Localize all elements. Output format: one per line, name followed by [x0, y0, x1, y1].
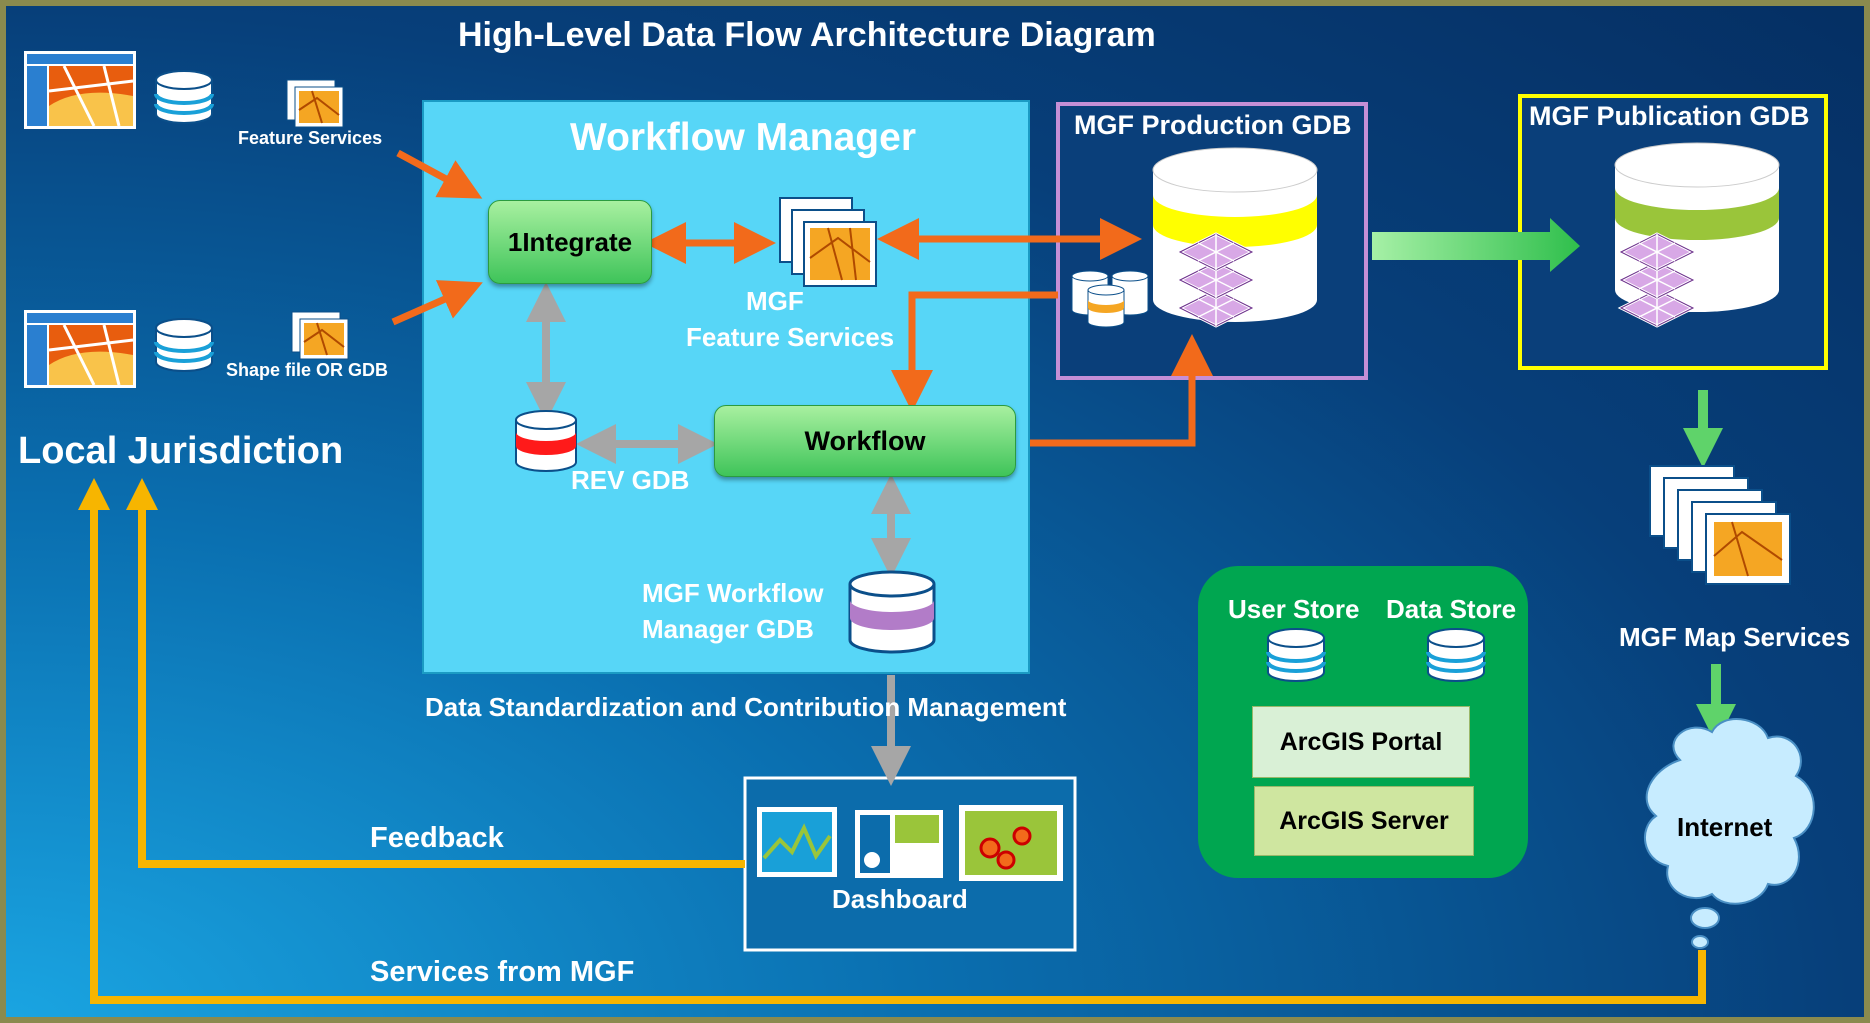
arcgis-portal-box[interactable]: ArcGIS Portal: [1252, 706, 1470, 778]
database-icon-1: [154, 69, 214, 125]
mgf-feature-services-icon: [779, 197, 877, 287]
feature-services-label: Feature Services: [238, 128, 383, 148]
wm-gdb-label-line2: Manager GDB: [642, 614, 814, 644]
map-services-icon: [1649, 465, 1791, 585]
shape-file-label: Shape file OR GDB: [226, 360, 389, 380]
workflow-manager-title: Workflow Manager: [570, 116, 916, 159]
rev-gdb-label: REV GDB: [571, 465, 690, 495]
internet-cloud-icon: [1644, 718, 1815, 949]
feedback-label: Feedback: [370, 822, 504, 854]
feature-services-sublabel: Feature Services: [686, 322, 895, 352]
local-jurisdiction-label: Local Jurisdiction: [18, 430, 344, 472]
report-icon: [855, 810, 943, 878]
publication-gdb-title: MGF Publication GDB: [1529, 101, 1810, 131]
production-gdb-title: MGF Production GDB: [1074, 110, 1352, 140]
database-icon-2: [154, 317, 214, 373]
map-stack-icon-1: [286, 79, 344, 128]
mgf-label: MGF: [746, 286, 804, 316]
map-stack-icon-2: [291, 311, 349, 360]
map-window-icon-1: [22, 49, 138, 131]
wm-gdb-icon: [848, 570, 936, 654]
user-store-label: User Store: [1228, 594, 1360, 624]
services-from-mgf-label: Services from MGF: [370, 956, 635, 988]
user-store-db-icon: [1266, 627, 1326, 683]
integrate-button[interactable]: 1Integrate: [488, 200, 652, 284]
wm-gdb-label-line1: MGF Workflow: [642, 578, 824, 608]
data-store-db-icon: [1426, 627, 1486, 683]
rev-gdb-icon: [515, 410, 577, 472]
workflow-button[interactable]: Workflow: [714, 405, 1016, 477]
map-services-label: MGF Map Services: [1619, 622, 1851, 652]
workflow-manager-caption: Data Standardization and Contribution Ma…: [425, 692, 1067, 722]
data-store-label: Data Store: [1386, 594, 1517, 624]
arcgis-server-box[interactable]: ArcGIS Server: [1254, 786, 1474, 856]
small-db-cluster-icon: [1071, 270, 1149, 328]
diagram-title: High-Level Data Flow Architecture Diagra…: [458, 16, 1156, 54]
dashboard-label: Dashboard: [832, 884, 968, 914]
chart-icon: [757, 807, 837, 877]
dashboard-map-icon: [959, 805, 1063, 881]
production-gdb-cylinder: [1152, 147, 1318, 322]
internet-label: Internet: [1677, 812, 1773, 842]
map-window-icon-2: [22, 308, 138, 390]
